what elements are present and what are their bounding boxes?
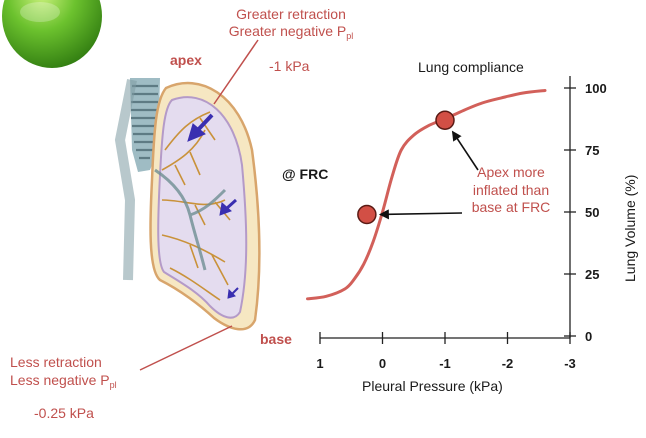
frc-label: @ FRC xyxy=(282,166,329,182)
y-tick-label: 75 xyxy=(585,143,599,158)
chart-ticks: 1 0 -1 -2 -3 0 25 50 75 100 xyxy=(316,81,606,371)
callout-line2: inflated than xyxy=(472,181,550,198)
callout-arrows xyxy=(378,130,479,220)
top-leader-line xyxy=(213,39,259,105)
y-axis-label: Lung Volume (%) xyxy=(622,174,638,282)
callout-line1: Apex more xyxy=(477,164,545,180)
green-apple-icon xyxy=(2,0,102,68)
apex-callout-arrow xyxy=(451,130,479,171)
y-tick-label: 100 xyxy=(585,81,607,96)
top-annotation: Greater retraction Greater negative Ppl xyxy=(218,6,364,42)
left-lung xyxy=(154,96,248,319)
bottom-annotation-value: -0.25 kPa xyxy=(34,405,94,421)
x-tick-label: -1 xyxy=(439,356,451,371)
base-callout-arrow xyxy=(378,209,463,220)
apex-point xyxy=(435,110,455,130)
base-point xyxy=(357,204,377,225)
x-axis-label: Pleural Pressure (kPa) xyxy=(362,378,503,394)
bottom-annotation-line2: Less negative Ppl xyxy=(10,372,117,391)
top-annotation-line1: Greater retraction xyxy=(236,6,346,22)
x-tick-label: -3 xyxy=(564,356,576,371)
y-tick-label: 25 xyxy=(585,267,599,282)
bottom-annotation: Less retraction Less negative Ppl xyxy=(10,353,117,392)
bottom-annotation-line1: Less retraction xyxy=(10,354,102,370)
x-tick-label: 1 xyxy=(316,356,323,371)
compliance-curve xyxy=(306,88,547,301)
chart-markers xyxy=(357,110,455,225)
top-annotation-line2: Greater negative Ppl xyxy=(228,22,354,41)
callout-line3: base at FRC xyxy=(471,199,551,215)
x-tick-label: 0 xyxy=(379,356,386,371)
inward-arrow-icons xyxy=(187,113,239,299)
bottom-leader-line xyxy=(139,325,233,371)
top-annotation-value: -1 kPa xyxy=(269,58,310,74)
y-tick-label: 50 xyxy=(585,205,599,220)
callout-text: Apex more inflated than base at FRC xyxy=(456,164,566,217)
y-tick-label: 0 xyxy=(585,329,592,344)
x-tick-label: -2 xyxy=(502,356,514,371)
chart-series xyxy=(306,88,547,301)
apex-label: apex xyxy=(170,52,202,68)
lung-illustration xyxy=(114,78,261,331)
base-label: base xyxy=(260,331,292,347)
chart-title: Lung compliance xyxy=(418,59,524,75)
